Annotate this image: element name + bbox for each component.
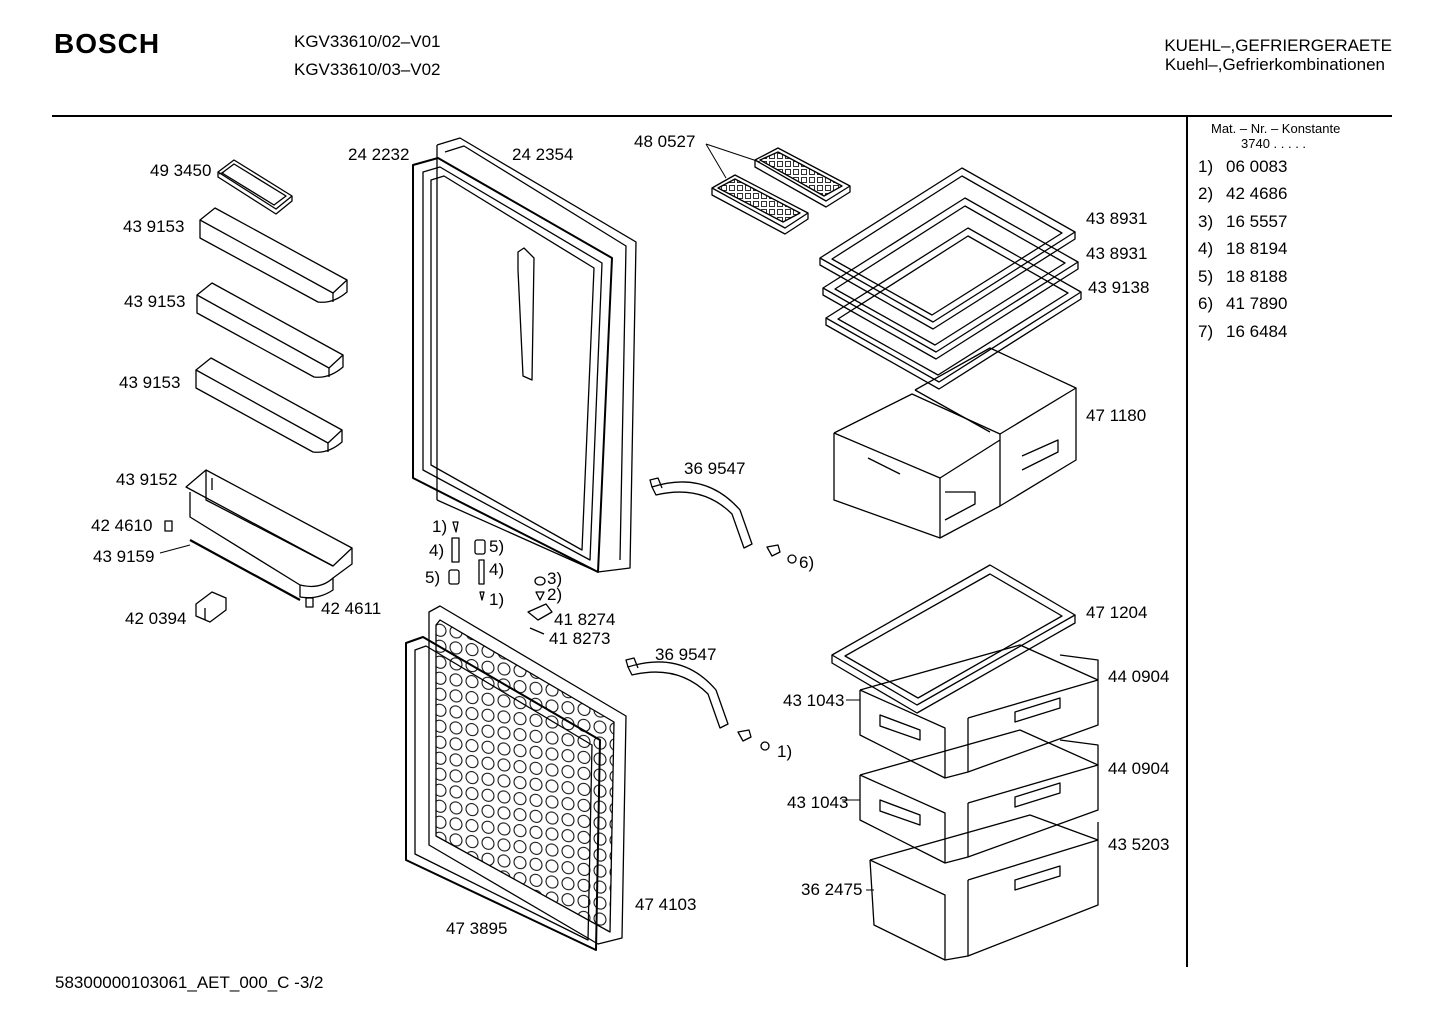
part-label: 42 0394 — [125, 609, 187, 628]
model-number-2: KGV33610/03–V02 — [294, 60, 441, 79]
part-label: 41 8273 — [549, 629, 611, 648]
legend-constant: 3740 . . . . . — [1241, 136, 1307, 151]
glass-shelf-part-1 — [819, 167, 1076, 330]
freezer-drawer-part-1 — [859, 644, 1099, 779]
category-title: KUEHL–,GEFRIERGERAETE — [1164, 36, 1392, 55]
clip-part-424611 — [305, 597, 314, 608]
document-id: 58300000103061_AET_000_C -3/2 — [55, 973, 324, 992]
door-shelf-part-2 — [196, 282, 344, 378]
reference-marker: 6) — [799, 553, 815, 572]
freezer-door-part — [428, 605, 627, 945]
part-label: 43 1043 — [783, 691, 845, 710]
part-label: 43 9153 — [124, 292, 186, 311]
screw-washer-part-1 — [766, 544, 797, 564]
part-label: 41 8274 — [554, 610, 616, 629]
freezer-door-seal-part — [405, 636, 601, 951]
reference-marker: 3) — [547, 569, 563, 588]
crisper-drawer-part — [833, 347, 1077, 539]
brand-logo: BOSCH — [54, 28, 161, 59]
part-label: 36 2475 — [801, 880, 863, 899]
part-label: 47 4103 — [635, 895, 697, 914]
part-label: 43 8931 — [1086, 244, 1148, 263]
legend-item: 4)18 8194 — [1198, 239, 1288, 258]
shelf-rod-part — [189, 539, 301, 601]
part-label: 47 1180 — [1086, 406, 1147, 425]
reference-marker: 2) — [547, 585, 563, 604]
part-label: 43 1043 — [787, 793, 849, 812]
part-label: 24 2354 — [512, 145, 574, 164]
part-label: 43 8931 — [1086, 209, 1148, 228]
door-shelf-part-3 — [195, 357, 343, 453]
part-label: 43 9159 — [93, 547, 155, 566]
part-label: 43 9152 — [116, 470, 178, 489]
part-label: 48 0527 — [634, 132, 696, 151]
part-label: 36 9547 — [684, 459, 746, 478]
freezer-drawer-part-2 — [859, 729, 1099, 864]
reference-marker: 4) — [489, 560, 505, 579]
glass-shelf-part-2 — [822, 197, 1079, 360]
legend-title: Mat. – Nr. – Konstante — [1211, 121, 1341, 136]
legend-item: 7)16 6484 — [1198, 322, 1288, 341]
reference-marker: 1) — [432, 517, 448, 536]
door-rail-part — [517, 247, 535, 381]
part-label: 43 5203 — [1108, 835, 1170, 854]
part-label: 44 0904 — [1108, 759, 1170, 778]
reference-marker: 1) — [489, 590, 505, 609]
part-label: 36 9547 — [655, 645, 717, 664]
category-subtitle: Kuehl–,Gefrierkombinationen — [1164, 55, 1385, 74]
part-label: 47 3895 — [446, 919, 508, 938]
legend-item: 6)41 7890 — [1198, 294, 1288, 313]
ice-tray-part-1 — [754, 147, 851, 208]
fridge-door-part — [436, 137, 637, 573]
legend-divider — [1186, 117, 1188, 967]
part-label: 47 1204 — [1086, 603, 1148, 622]
small-tray-part — [217, 159, 293, 215]
bottle-shelf-part — [185, 469, 353, 599]
reference-marker: 4) — [429, 541, 445, 560]
door-shelf-part-1 — [199, 207, 348, 303]
legend-item: 2)42 4686 — [1198, 184, 1288, 203]
screw-washer-part-2 — [737, 729, 770, 751]
reference-marker: 5) — [425, 568, 441, 587]
part-label: 43 9138 — [1088, 278, 1150, 297]
door-handle-part-1 — [649, 477, 753, 549]
part-label: 42 4611 — [321, 599, 382, 618]
part-label: 43 9153 — [119, 373, 181, 392]
model-number-1: KGV33610/02–V01 — [294, 32, 441, 51]
reference-marker: 5) — [489, 537, 505, 556]
door-handle-part-2 — [625, 657, 729, 729]
fridge-door-seal-part — [412, 157, 613, 573]
reference-marker: 1) — [777, 742, 793, 761]
ice-tray-part-2 — [711, 174, 809, 235]
hinge-hardware-part — [448, 521, 553, 635]
freezer-drawer-part-3 — [869, 814, 1099, 961]
header-divider — [52, 115, 1392, 117]
end-cap-part — [195, 591, 227, 623]
part-label: 42 4610 — [91, 516, 153, 535]
part-label: 49 3450 — [150, 161, 212, 180]
part-label: 44 0904 — [1108, 667, 1170, 686]
clip-part-424610 — [164, 520, 173, 532]
legend-item: 1)06 0083 — [1198, 157, 1288, 176]
legend-item: 3)16 5557 — [1198, 212, 1288, 231]
glass-shelf-part-3 — [825, 227, 1082, 390]
legend-item: 5)18 8188 — [1198, 267, 1288, 286]
part-label: 24 2232 — [348, 145, 410, 164]
part-label: 43 9153 — [123, 217, 185, 236]
freezer-tray-part — [831, 564, 1076, 714]
